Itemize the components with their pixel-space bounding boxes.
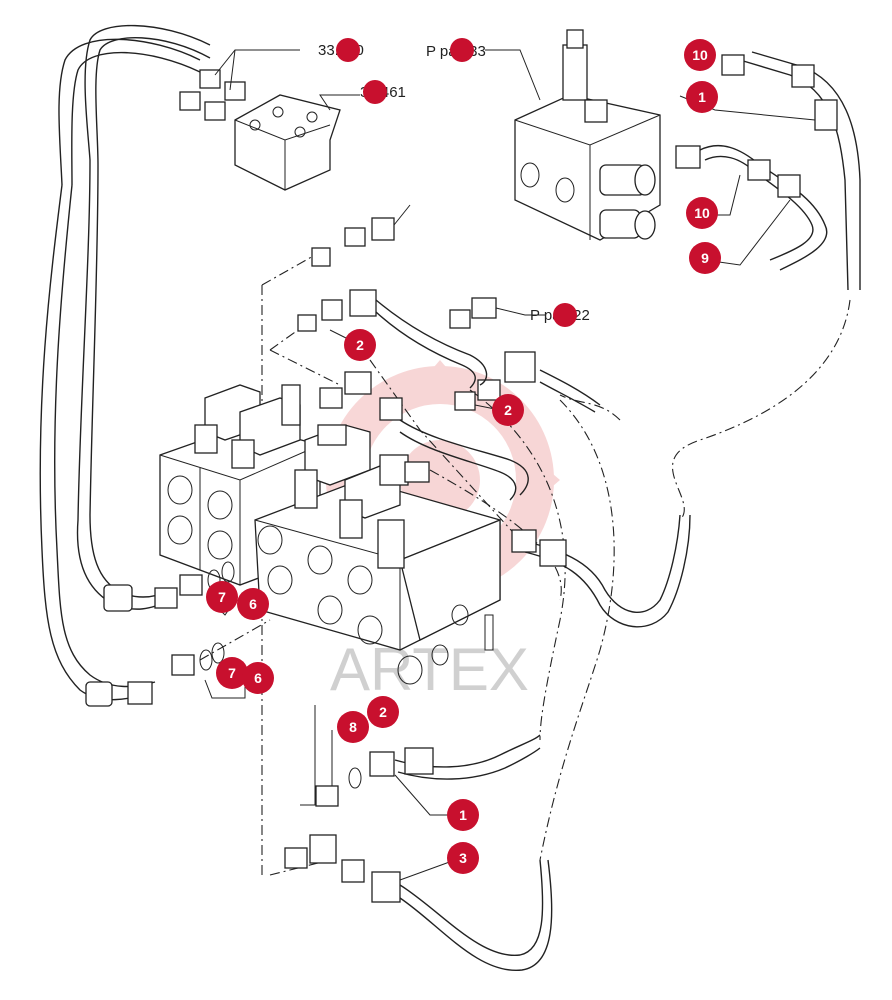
dashed-route-i [199, 619, 271, 661]
svg-text:6: 6 [254, 670, 262, 686]
svg-text:10: 10 [694, 205, 710, 221]
top-right-valve-block [514, 29, 661, 241]
leader-33440b [229, 49, 236, 91]
leader-33440 [214, 49, 300, 76]
ref-dot-pag22 [553, 303, 577, 327]
left-hose-bundle [39, 24, 211, 707]
top-left-fittings [179, 69, 246, 121]
callout-2-a: 2 [344, 329, 376, 361]
svg-text:1: 1 [459, 807, 467, 823]
svg-text:3: 3 [459, 850, 467, 866]
svg-text:1: 1 [698, 89, 706, 105]
right-top-hoses [675, 51, 861, 291]
callout-9: 9 [689, 242, 721, 274]
svg-text:2: 2 [356, 337, 364, 353]
svg-text:7: 7 [218, 589, 226, 605]
dashed-route-right [672, 299, 851, 521]
dashed-route-c [269, 349, 341, 386]
callout-6-b: 6 [242, 662, 274, 694]
callout-1-bottom: 1 [447, 799, 479, 831]
svg-text:6: 6 [249, 596, 257, 612]
center-top-fittings [297, 204, 536, 421]
leader-pag33 [485, 49, 541, 101]
callout-2-b: 2 [492, 394, 524, 426]
ref-dot-pag33 [450, 38, 474, 62]
dashed-route-g [539, 399, 615, 861]
callout-7-a: 7 [206, 581, 238, 613]
callout-6-a: 6 [237, 588, 269, 620]
svg-text:7: 7 [228, 665, 236, 681]
leader-33461 [319, 94, 360, 111]
callout-1-top: 1 [686, 81, 718, 113]
dashed-route-f [469, 389, 566, 741]
leader-pag22 [495, 307, 545, 316]
svg-text:2: 2 [504, 402, 512, 418]
ref-dot-33440 [336, 38, 360, 62]
dashed-route-right2 [559, 394, 621, 421]
watermark-text: ARTEX [330, 636, 529, 703]
block-33461 [234, 94, 341, 191]
svg-text:9: 9 [701, 250, 709, 266]
main-valve-stack [159, 384, 501, 685]
callout-8: 8 [337, 711, 369, 743]
dashed-route-a [261, 254, 316, 286]
bottom-fittings [284, 705, 553, 971]
center-hoses [375, 299, 601, 501]
callout-10-mid: 10 [686, 197, 718, 229]
callout-3: 3 [447, 842, 479, 874]
callout-10-top: 10 [684, 39, 716, 71]
lower-left-fittings [171, 561, 246, 699]
svg-text:2: 2 [379, 704, 387, 720]
lower-right-hose [511, 514, 691, 628]
ref-dot-33461 [363, 80, 387, 104]
callout-2-c: 2 [367, 696, 399, 728]
svg-text:8: 8 [349, 719, 357, 735]
callout-7-b: 7 [216, 657, 248, 689]
svg-text:10: 10 [692, 47, 708, 63]
